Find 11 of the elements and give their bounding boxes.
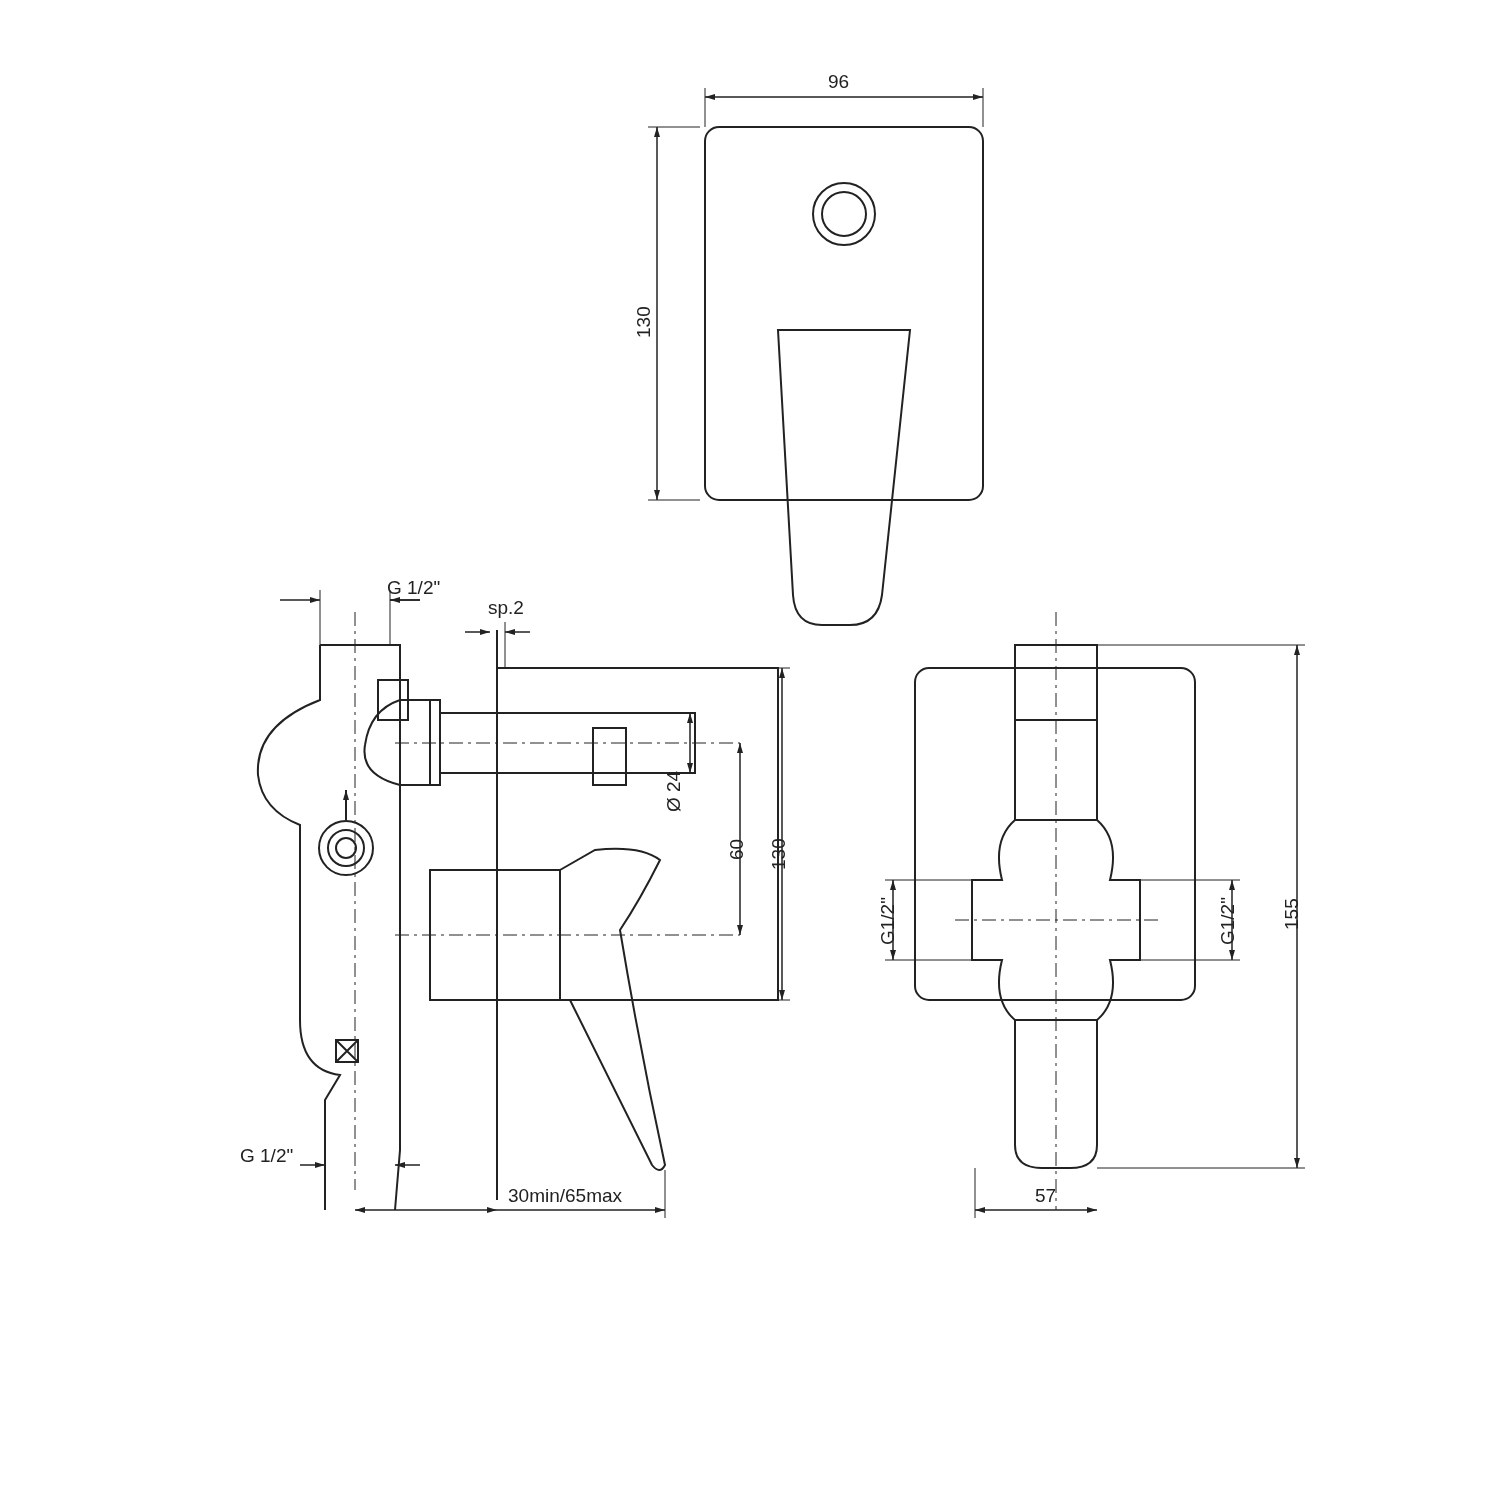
dimension-label: G 1/2" xyxy=(240,1146,294,1165)
dimension-label: 60 xyxy=(727,838,746,860)
dimension-label: G1/2" xyxy=(878,897,897,945)
dimension-label: 30min/65max xyxy=(508,1186,623,1205)
dimension-label: 57 xyxy=(1035,1186,1057,1205)
dimension-label: 155 xyxy=(1282,898,1301,930)
dimension-label: G 1/2" xyxy=(387,578,441,597)
dimension-label: G1/2" xyxy=(1218,897,1237,945)
dimension-label: 96 xyxy=(828,72,850,91)
dimension-label: sp.2 xyxy=(488,598,524,617)
dimension-label: 130 xyxy=(634,306,653,338)
